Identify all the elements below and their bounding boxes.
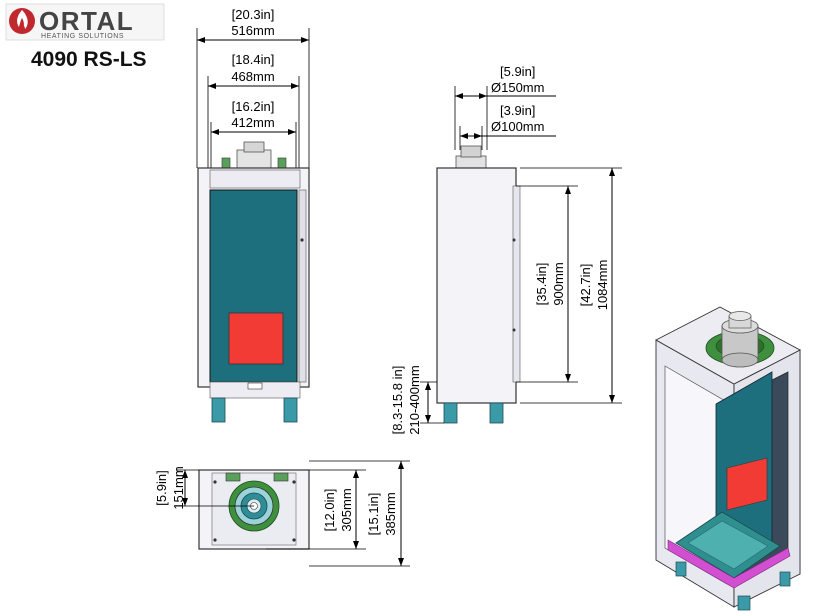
side-front-rail (512, 185, 521, 383)
glass-width-imperial: [16.2in] (232, 99, 275, 114)
front-leg-left (211, 397, 226, 423)
front-view: [20.3in] 516mm [18.4in] 468mm [16.2in] 4… (196, 7, 310, 423)
brand-tagline: HEATING SOLUTIONS (41, 33, 124, 40)
side-body (436, 167, 517, 404)
dim-overall-width: [20.3in] 516mm (196, 7, 310, 168)
flue-inner-metric: Ø100mm (491, 119, 544, 134)
glass-height-metric: 900mm (551, 262, 566, 305)
side-leg-right (489, 402, 504, 424)
overall-height-imperial: [42.7in] (578, 264, 593, 307)
glass-width-metric: 412mm (231, 115, 274, 130)
front-top-panel (209, 169, 301, 189)
top-bracket-left (225, 472, 241, 482)
glass-height-imperial: [35.4in] (534, 263, 549, 306)
side-screw-bottom (512, 328, 516, 332)
flue-offset-imperial: [5.9in] (154, 470, 169, 505)
iso-base-trim (667, 539, 791, 589)
side-flue-outer (455, 155, 487, 169)
dim-flue-offset: [5.9in] 151mm (154, 466, 254, 510)
overall-depth-imperial: [15.1in] (366, 493, 381, 536)
top-bracket-right (273, 472, 289, 482)
front-leg-right (283, 397, 298, 423)
overall-width-imperial: [20.3in] (232, 7, 275, 22)
dim-body-width: [18.4in] 468mm (207, 52, 300, 168)
top-screw (292, 480, 296, 484)
dim-overall-height: [42.7in] 1084mm (520, 167, 622, 404)
leg-height-imperial: [8.3-15.8 in] (390, 366, 405, 435)
brand-name: ORTAL (39, 6, 134, 36)
iso-flue (705, 311, 775, 368)
flue-outer-metric: Ø150mm (491, 80, 544, 95)
flue-outer-imperial: [5.9in] (500, 64, 535, 79)
front-flame-area (228, 312, 284, 365)
flue-offset-metric: 151mm (171, 466, 186, 509)
flue-depth-imperial: [12.0in] (322, 489, 337, 532)
top-screw (292, 538, 296, 542)
flue-inner-imperial: [3.9in] (500, 103, 535, 118)
iso-burner-inner (687, 520, 769, 570)
front-flue-collar (221, 141, 287, 169)
front-bottom-panel (209, 381, 301, 399)
overall-depth-metric: 385mm (383, 492, 398, 535)
top-screw (213, 538, 217, 542)
dim-glass-height: [35.4in] 900mm (516, 185, 578, 383)
top-view: [5.9in] 151mm [12.0in] 305mm [15.1in] 38… (154, 460, 410, 567)
front-side-rail (298, 189, 307, 383)
iso-leg (675, 561, 687, 577)
iso-leg (779, 571, 791, 587)
leg-height-metric: 210-400mm (407, 365, 422, 434)
dim-glass-width: [16.2in] 412mm (210, 99, 297, 168)
dim-flue-depth: [12.0in] 305mm (266, 469, 366, 550)
front-control-slot (247, 382, 263, 390)
side-leg-left (443, 402, 458, 424)
body-width-imperial: [18.4in] (232, 52, 275, 67)
dim-leg-height: [8.3-15.8 in] 210-400mm (390, 365, 444, 435)
overall-width-metric: 516mm (231, 23, 274, 38)
flame-logo-icon (9, 8, 35, 34)
body-width-metric: 468mm (231, 69, 274, 84)
dim-overall-depth: [15.1in] 385mm (309, 460, 410, 567)
top-screw (213, 480, 217, 484)
isometric-view (655, 306, 801, 611)
front-screw (300, 238, 304, 242)
iso-flame-area (726, 457, 768, 511)
dim-flue-outer: [5.9in] Ø150mm (454, 64, 556, 150)
model-name: 4090 RS-LS (31, 48, 147, 71)
overall-height-metric: 1084mm (595, 260, 610, 311)
side-screw-top (512, 238, 516, 242)
flue-depth-metric: 305mm (339, 488, 354, 531)
dim-flue-inner: [3.9in] Ø100mm (459, 103, 556, 150)
side-view: [5.9in] Ø150mm [3.9in] Ø100mm [35.4in] (390, 64, 622, 435)
side-flue-inner (460, 145, 482, 158)
brand-block: ORTAL HEATING SOLUTIONS 4090 RS-LS (5, 3, 165, 71)
iso-leg (737, 595, 751, 611)
